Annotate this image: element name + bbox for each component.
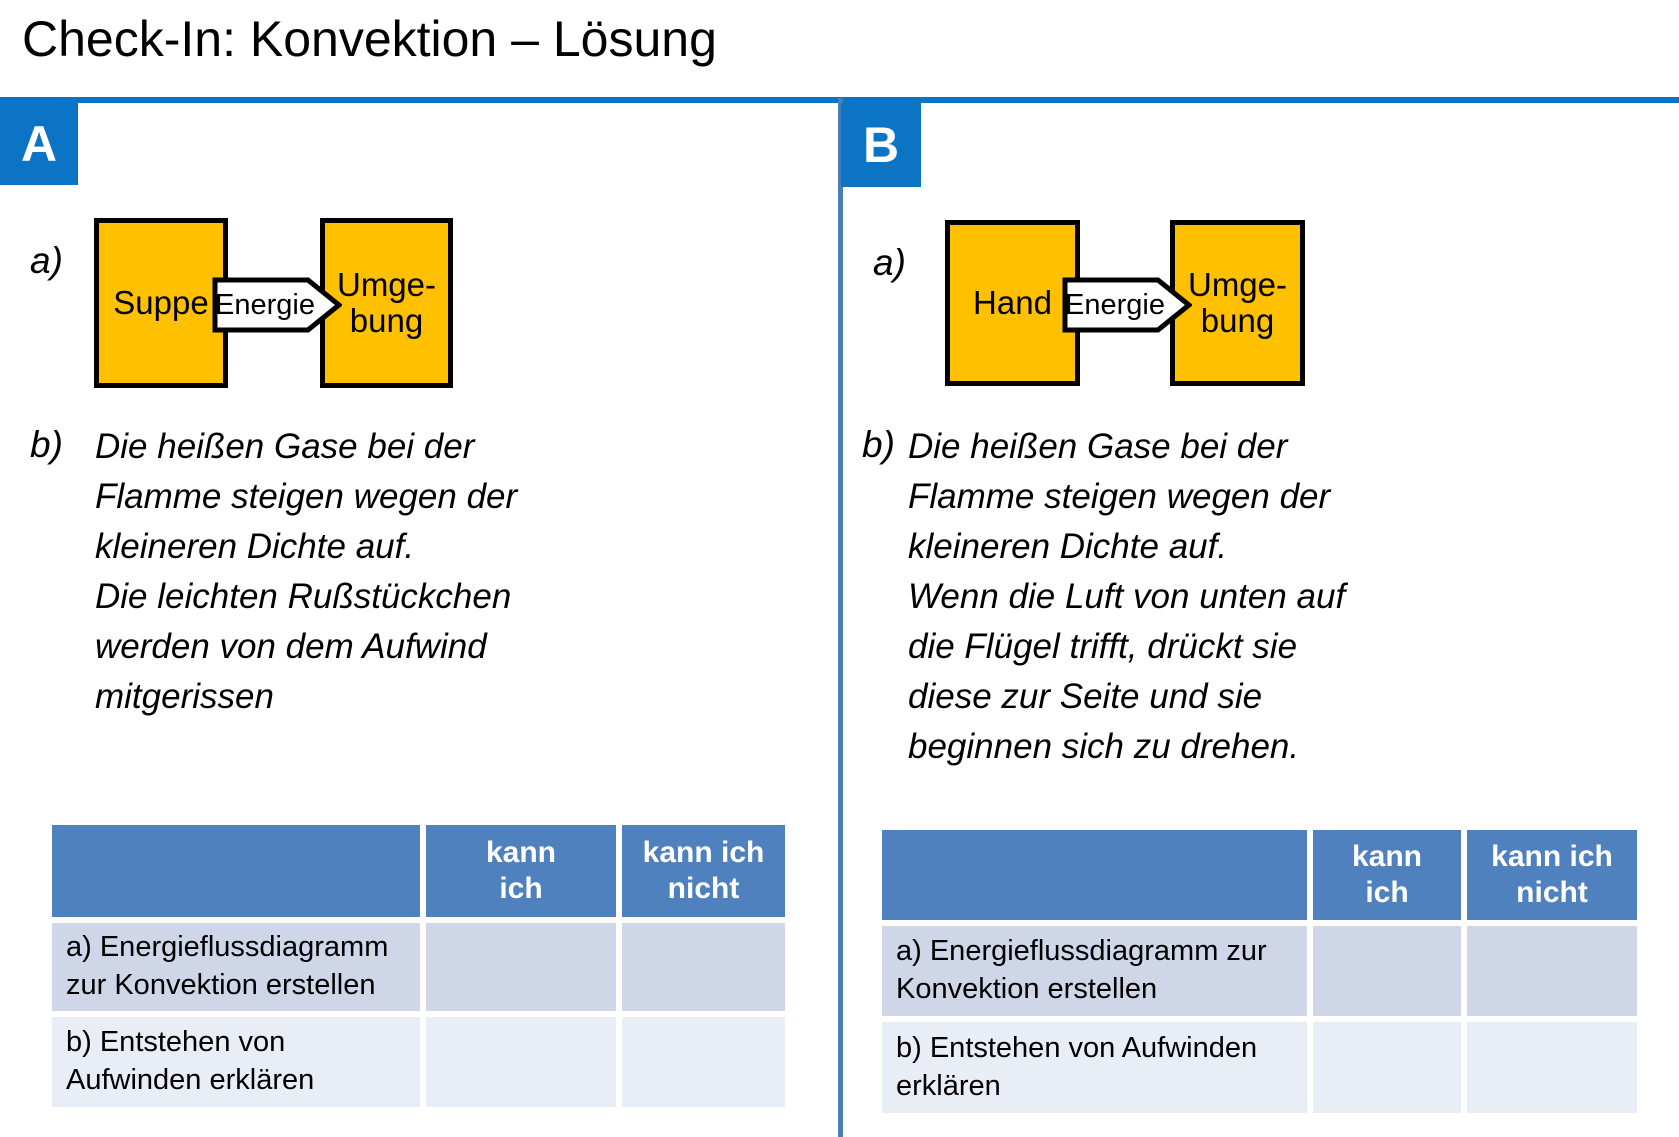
energy-target-box: Umge- bung bbox=[320, 218, 453, 388]
panel-a-badge: A bbox=[0, 103, 78, 185]
self-check-table: kann ich kann ich nicht a) Energieflussd… bbox=[882, 830, 1637, 1113]
table-cell-kann-ich bbox=[426, 923, 616, 1011]
table-cell-kann-ich bbox=[1313, 926, 1461, 1016]
table-cell-kann-ich-nicht bbox=[622, 923, 785, 1011]
energy-arrow-icon: Energie bbox=[212, 276, 342, 334]
panel-divider-line bbox=[838, 98, 843, 1137]
item-b-text: Die heißen Gase bei der Flamme steigen w… bbox=[95, 427, 518, 716]
energy-arrow-label: Energie bbox=[215, 288, 315, 321]
table-cell-kann-ich-nicht bbox=[1467, 926, 1637, 1016]
table-header-kann-ich: kann ich bbox=[426, 825, 616, 917]
table-header-kann-ich: kann ich bbox=[1313, 830, 1461, 920]
energy-arrow-label: Energie bbox=[1065, 288, 1165, 321]
table-cell-kann-ich bbox=[1313, 1022, 1461, 1113]
self-check-table: kann ich kann ich nicht a) Energieflussd… bbox=[52, 825, 785, 1107]
table-header-empty bbox=[882, 830, 1307, 920]
table-cell-kann-ich bbox=[426, 1017, 616, 1107]
energy-source-label: Suppe bbox=[113, 284, 209, 322]
energy-arrow-icon: Energie bbox=[1062, 276, 1192, 334]
item-b-label: b) bbox=[30, 424, 63, 465]
table-cell-kann-ich-nicht bbox=[1467, 1022, 1637, 1113]
energy-target-label: Umge- bung bbox=[1187, 266, 1288, 339]
page-title: Check-In: Konvektion – Lösung bbox=[22, 11, 717, 67]
table-row-label: b) Entstehen von Aufwinden erklären bbox=[882, 1022, 1307, 1113]
item-b-label: b) bbox=[862, 424, 895, 465]
energy-source-box: Suppe bbox=[94, 218, 228, 388]
table-cell-kann-ich-nicht bbox=[622, 1017, 785, 1107]
item-a-label: a) bbox=[873, 242, 906, 283]
energy-source-box: Hand bbox=[945, 220, 1080, 386]
table-row-label: a) Energieflussdiagramm zur Konvektion e… bbox=[52, 923, 420, 1011]
item-a-label: a) bbox=[30, 240, 63, 281]
table-header-kann-ich-nicht: kann ich nicht bbox=[622, 825, 785, 917]
table-row-label: b) Entstehen von Aufwinden erklären bbox=[52, 1017, 420, 1107]
table-header-kann-ich-nicht: kann ich nicht bbox=[1467, 830, 1637, 920]
energy-target-box: Umge- bung bbox=[1170, 220, 1305, 386]
item-b-text: Die heißen Gase bei der Flamme steigen w… bbox=[908, 427, 1346, 766]
table-row-label: a) Energieflussdiagramm zur Konvektion e… bbox=[882, 926, 1307, 1016]
table-header-empty bbox=[52, 825, 420, 917]
energy-target-label: Umge- bung bbox=[336, 266, 437, 339]
panel-b-badge: B bbox=[841, 103, 921, 187]
energy-source-label: Hand bbox=[973, 284, 1052, 322]
